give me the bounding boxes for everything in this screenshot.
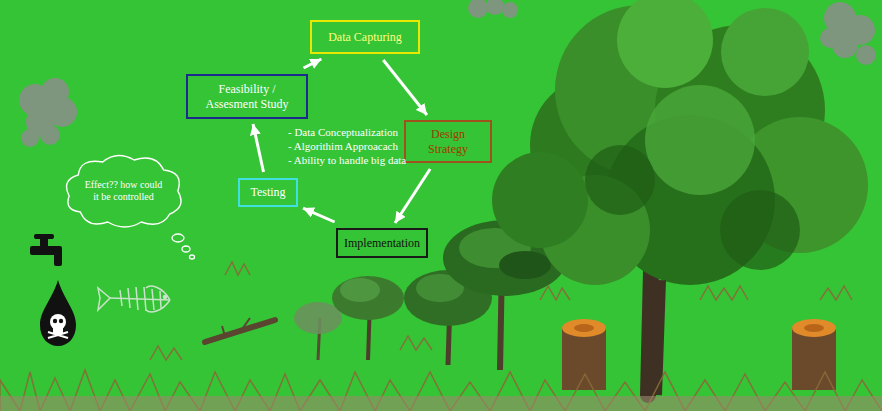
big-tree <box>492 0 868 395</box>
thought-cloud: Effect?? how could it be controlled <box>60 150 187 232</box>
process-box: Testing <box>238 178 298 207</box>
bullet-note: - Algorithim Approacach <box>288 140 398 152</box>
bullet-note: - Ability to handle big data <box>288 154 406 166</box>
cycle-arrow <box>395 169 430 223</box>
cycle-arrow <box>304 59 322 68</box>
dry-grass <box>0 262 882 411</box>
node-text: Testing <box>250 185 285 199</box>
node-text: Effect?? how could it be controlled <box>84 179 163 203</box>
cycle-arrow <box>253 124 263 172</box>
node-text: Design Strategy <box>411 127 485 156</box>
process-box: Implementation <box>336 228 428 258</box>
process-box: Data Capturing <box>310 20 420 54</box>
cycle-arrow <box>303 208 335 222</box>
thought-bubbles <box>172 234 195 259</box>
node-text: Feasibility / Assesment Study <box>194 82 300 111</box>
faucet <box>30 234 62 266</box>
node-text: Implementation <box>344 236 420 250</box>
fallen-log <box>205 318 275 342</box>
process-box: Feasibility / Assesment Study <box>186 74 308 119</box>
process-box: Design Strategy <box>404 120 492 163</box>
ground-strip <box>0 396 882 411</box>
tree-stumps <box>562 319 836 390</box>
poison-drop <box>40 280 76 346</box>
cycle-arrow <box>383 60 427 115</box>
fish-skeleton <box>98 286 170 312</box>
bullet-note: - Data Conceptualization <box>288 126 398 138</box>
node-text: Data Capturing <box>328 30 402 44</box>
